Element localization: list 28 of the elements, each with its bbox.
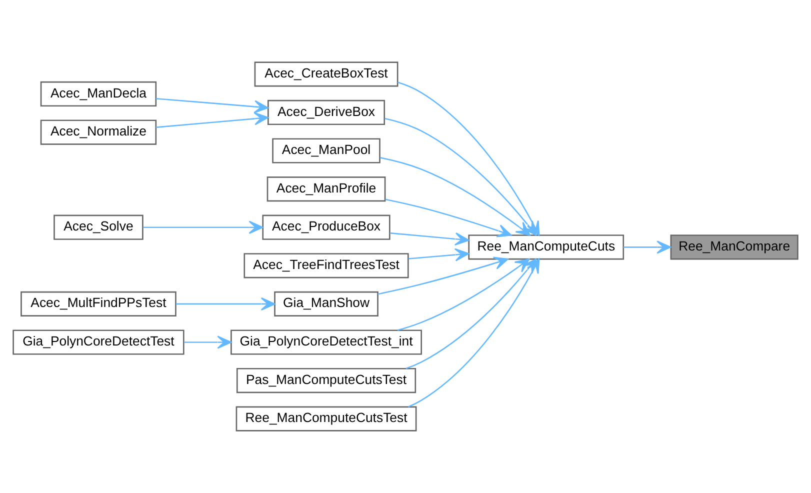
node-box: Acec_ManDecla bbox=[40, 81, 157, 107]
node-box: Acec_TreeFindTreesTest bbox=[244, 253, 409, 278]
arrow bbox=[623, 240, 672, 254]
node-box: Acec_CreateBoxTest bbox=[254, 62, 398, 87]
arrow bbox=[385, 198, 512, 238]
node-box: Acec_Normalize bbox=[40, 120, 157, 145]
node-box: Acec_ProduceBox bbox=[262, 214, 390, 240]
node-box: Acec_ManPool bbox=[272, 138, 380, 164]
node-box: Ree_ManCompare bbox=[670, 234, 798, 260]
node-box: Acec_ManProfile bbox=[266, 176, 386, 202]
node-box: Ree_ManComputeCuts bbox=[468, 234, 624, 260]
node-box: Ree_ManComputeCutsTest bbox=[236, 406, 417, 432]
node-box: Acec_MultFindPPsTest bbox=[20, 291, 176, 316]
node-box: Acec_Solve bbox=[54, 214, 144, 240]
arrow bbox=[378, 256, 508, 295]
arrow bbox=[176, 297, 276, 311]
node-box: Pas_ManComputeCutsTest bbox=[236, 368, 416, 394]
arrow bbox=[380, 156, 530, 236]
node-box: Acec_DeriveBox bbox=[268, 100, 386, 125]
node-box: Gia_PolynCoreDetectTest bbox=[12, 330, 184, 355]
arrow bbox=[408, 248, 470, 262]
node-box: Gia_ManShow bbox=[274, 291, 378, 316]
node-box: Gia_PolynCoreDetectTest_int bbox=[230, 330, 422, 355]
arrow bbox=[184, 336, 232, 349]
arrow bbox=[156, 112, 269, 128]
arrow bbox=[143, 220, 264, 234]
arrow bbox=[156, 98, 269, 114]
arrow bbox=[390, 232, 470, 246]
